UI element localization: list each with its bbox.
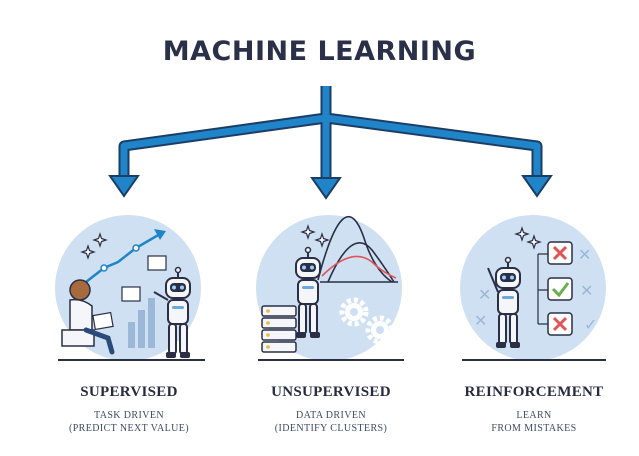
person-icon bbox=[61, 279, 115, 355]
reinforcement-illustration: ✕ ✕ ✕ ✓ ✕ bbox=[460, 215, 606, 361]
unsupervised-illustration bbox=[256, 215, 404, 361]
svg-text:✕: ✕ bbox=[580, 281, 593, 300]
branch-desc-supervised-line1: TASK DRIVEN bbox=[94, 410, 164, 421]
branch-desc-supervised-line2: (PREDICT NEXT VALUE) bbox=[68, 423, 190, 434]
robot-icon bbox=[165, 266, 191, 359]
check-box-icon bbox=[547, 277, 573, 301]
branch-label-supervised: SUPERVISED bbox=[80, 384, 178, 400]
arrow-head-center bbox=[310, 177, 342, 200]
branch-desc-unsupervised-line2: (IDENTIFY CLUSTERS) bbox=[274, 423, 388, 434]
branch-desc-unsupervised-line1: DATA DRIVEN bbox=[296, 410, 366, 421]
svg-text:✓: ✓ bbox=[584, 315, 597, 334]
supervised-illustration bbox=[55, 215, 205, 361]
diagram-title: MACHINE LEARNING bbox=[162, 36, 477, 67]
branch-label-reinforcement: REINFORCEMENT bbox=[464, 384, 604, 400]
arrow-head-right bbox=[521, 175, 553, 198]
branch-arrows bbox=[108, 86, 553, 200]
cross-box-icon bbox=[547, 241, 573, 265]
server-stack-icon bbox=[261, 305, 297, 353]
branch-label-unsupervised: UNSUPERVISED bbox=[271, 384, 391, 400]
arrow-head-left bbox=[108, 175, 140, 198]
growth-arrow-icon bbox=[85, 232, 161, 283]
svg-text:✕: ✕ bbox=[578, 245, 591, 264]
branch-desc-reinforcement-line2: FROM MISTAKES bbox=[491, 423, 577, 434]
svg-text:✕: ✕ bbox=[478, 285, 491, 304]
svg-text:✕: ✕ bbox=[474, 311, 487, 330]
branch-desc-reinforcement-line1: LEARN bbox=[516, 410, 552, 421]
